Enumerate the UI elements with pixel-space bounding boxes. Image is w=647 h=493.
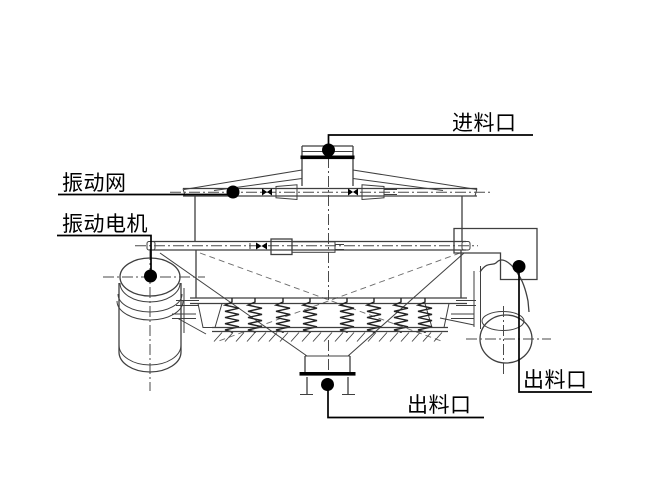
outlet-housing — [453, 227, 538, 281]
label-bottom-outlet: 出料口 — [407, 393, 472, 417]
support-leg-left — [197, 303, 223, 328]
band-clamp-left — [275, 184, 298, 201]
hidden-cone-left — [199, 252, 445, 343]
funnel-edge-right — [347, 252, 465, 357]
hatch-mark — [323, 332, 333, 342]
hatch-mark — [334, 332, 344, 342]
spring-coil — [273, 298, 291, 333]
spring-coil — [222, 298, 240, 333]
outlet-flange-band — [299, 372, 356, 376]
foundation-plate — [212, 326, 448, 342]
leader-feed-inlet — [327, 134, 533, 150]
ground-hatching — [213, 332, 443, 342]
leader-vibrating-motor — [57, 234, 152, 272]
callout-side-outlet: 出料口 — [512, 260, 592, 393]
base-frame — [172, 297, 476, 335]
hatch-mark — [257, 332, 267, 342]
marker-dot-bottom-outlet — [321, 378, 334, 391]
marker-dot-side-outlet — [512, 260, 526, 273]
marker-dot-vibrating-motor — [144, 269, 157, 283]
hatch-mark — [301, 332, 311, 342]
hatch-mark — [268, 332, 278, 342]
hatch-mark — [345, 332, 355, 342]
leader-bottom-outlet — [327, 385, 484, 419]
inlet-flange-band — [300, 155, 355, 160]
screen-band — [170, 184, 490, 201]
hatch-mark — [213, 332, 223, 342]
top-cone — [183, 169, 478, 191]
callout-vibrating-screen: 振动网 — [58, 171, 240, 199]
hatch-mark — [411, 332, 421, 342]
band-clamp-right — [361, 184, 385, 201]
bottom-outlet-spout — [299, 355, 356, 395]
band-clamp-bolt-2 — [348, 188, 358, 196]
mid-clamp-tube — [291, 241, 336, 253]
marker-dot-vibrating-screen — [226, 185, 240, 199]
hatch-mark — [378, 332, 388, 342]
hatch-mark — [356, 332, 366, 342]
hatch-mark — [400, 332, 410, 342]
middle-band — [135, 238, 478, 256]
hatch-mark — [246, 332, 256, 342]
spring-coil — [337, 298, 355, 333]
hatch-mark — [422, 332, 432, 342]
label-vibrating-motor: 振动电机 — [62, 212, 148, 236]
callout-vibrating-motor: 振动电机 — [57, 212, 157, 283]
hatch-mark — [367, 332, 377, 342]
spring-coil — [364, 298, 382, 333]
hatch-mark — [433, 332, 443, 342]
side-outlet-pipe — [453, 227, 551, 374]
hatch-mark — [389, 332, 399, 342]
spring-coil — [300, 298, 318, 333]
hatch-mark — [279, 332, 289, 342]
marker-dot-feed-inlet — [322, 143, 335, 157]
vibration-motor — [103, 249, 205, 391]
band-clamp-bolt — [262, 188, 272, 196]
outlet-horn — [479, 259, 530, 313]
mid-clamp-bolt — [256, 242, 267, 250]
hatch-mark — [224, 332, 234, 342]
label-feed-inlet: 进料口 — [452, 111, 517, 135]
hatch-mark — [290, 332, 300, 342]
hidden-cone-right — [215, 252, 461, 343]
hatch-mark — [312, 332, 322, 342]
callout-feed-inlet: 进料口 — [322, 111, 533, 157]
spring-coil — [391, 298, 409, 333]
label-side-outlet: 出料口 — [523, 368, 588, 392]
spring-coil — [415, 298, 433, 333]
label-vibrating-screen: 振动网 — [62, 171, 127, 195]
hatch-mark — [235, 332, 245, 342]
spring-coil — [245, 298, 263, 333]
leader-side-outlet — [518, 267, 592, 393]
body-walls — [194, 196, 463, 242]
callout-bottom-outlet: 出料口 — [321, 378, 484, 419]
suspension-springs — [222, 298, 433, 333]
